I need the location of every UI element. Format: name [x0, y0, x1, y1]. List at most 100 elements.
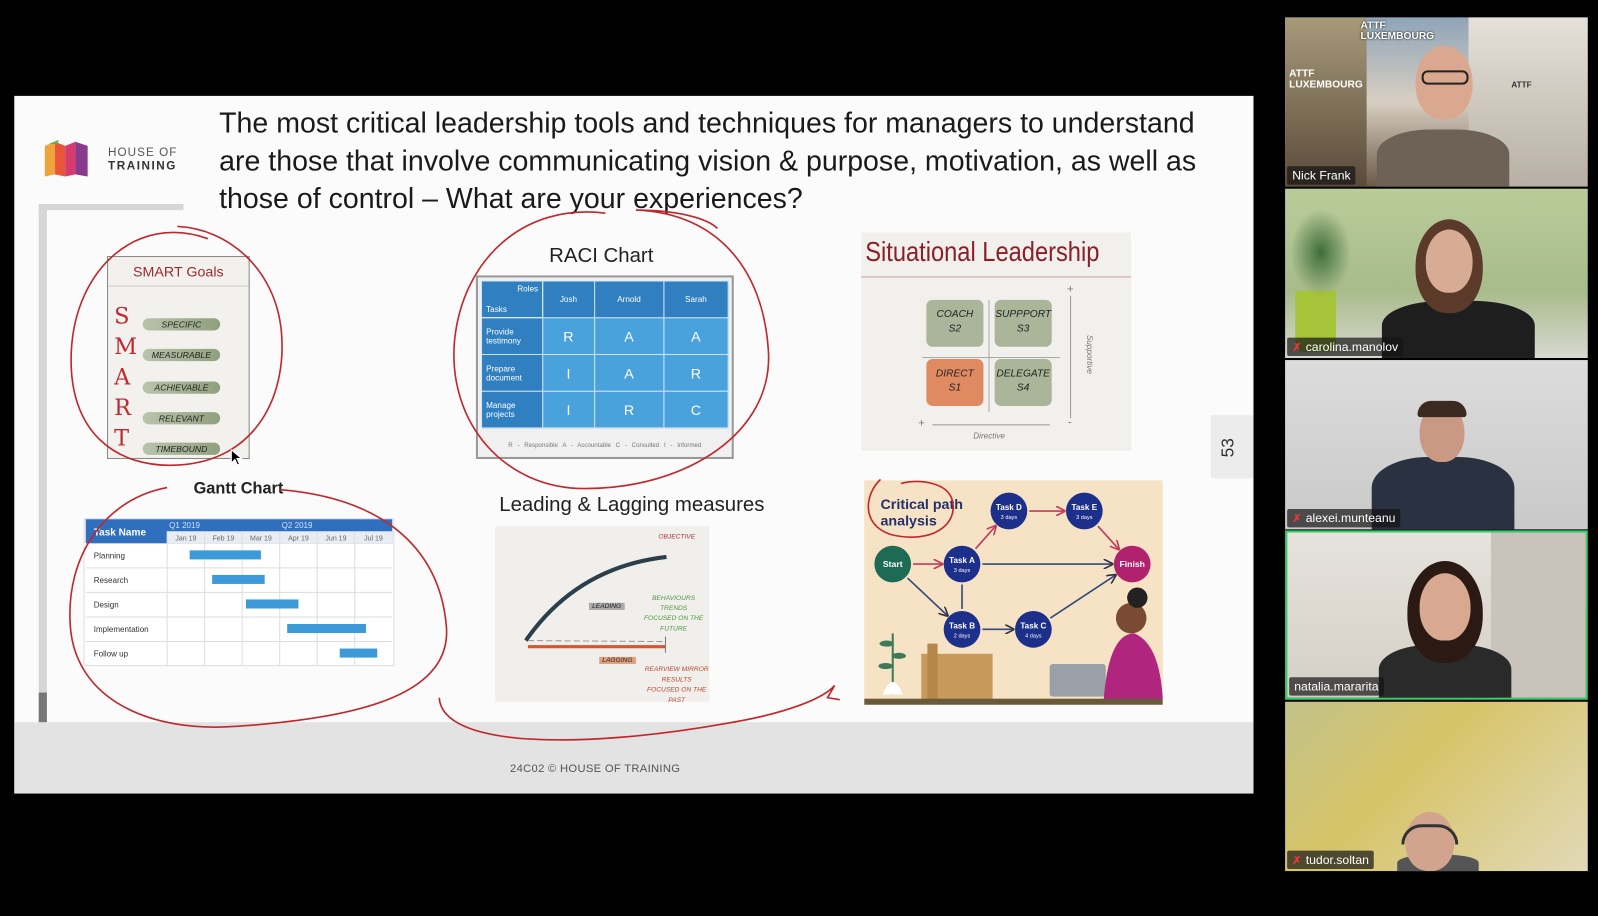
- cpa-node-finish: [1113, 545, 1151, 583]
- gantt-task-label: Planning: [94, 551, 125, 560]
- participant-name: natalia.mararita: [1289, 677, 1384, 696]
- smart-item: TIMEBOUND: [142, 442, 221, 455]
- smart-item: SPECIFIC: [142, 318, 221, 331]
- participant-tile[interactable]: ✗tudor.soltan: [1285, 701, 1588, 872]
- cpa-node-duration: 4 days: [1025, 633, 1042, 639]
- cpa-node-label: Task B: [949, 621, 975, 630]
- participant-tile[interactable]: ATTF LUXEMBOURG ATTF LUXEMBOURG ATTF Nic…: [1285, 17, 1588, 187]
- cpa-node-duration: 3 days: [954, 568, 971, 574]
- participant-tile[interactable]: ✗carolina.manolov: [1285, 188, 1588, 359]
- participant-name: ✗alexei.munteanu: [1287, 508, 1401, 528]
- raci-cell: A: [593, 353, 665, 392]
- cpa-node-start: [874, 545, 912, 583]
- cpa-node-c: [1015, 610, 1052, 648]
- gantt-bar: [189, 550, 261, 560]
- participant-name: ✗carolina.manolov: [1287, 337, 1404, 356]
- cpa-node-label: Task C: [1020, 621, 1046, 630]
- smart-goals-card: SMART Goals SPECIFIC MEASURABLE ACHIEVAB…: [107, 256, 250, 459]
- x-axis-label: Directive: [973, 431, 1005, 441]
- gantt-month: Jan 19: [175, 535, 196, 542]
- raci-task: Manage projects: [481, 390, 544, 429]
- gantt-month: Mar 19: [250, 535, 272, 542]
- participant-tile[interactable]: ✗alexei.munteanu: [1285, 360, 1588, 530]
- slide-footer: 24C02 © HOUSE OF TRAINING: [14, 722, 1254, 794]
- path-arrow: [1049, 575, 1115, 619]
- gantt-quarter: Q1 2019: [169, 521, 200, 530]
- slide-number: 53: [1210, 415, 1254, 479]
- gantt-task-label: Follow up: [94, 650, 129, 659]
- raci-cell: A: [593, 317, 665, 355]
- gantt-title: Gantt Chart: [193, 480, 284, 498]
- cpa-node-duration: 3 days: [1076, 515, 1093, 521]
- cpa-node-e: [1065, 492, 1103, 530]
- gantt-bar: [212, 574, 265, 584]
- cpa-node-label: Task E: [1071, 503, 1097, 512]
- house-of-training-logo-icon: [44, 139, 88, 177]
- cpa-node-a: [943, 545, 981, 583]
- raci-title: RACI Chart: [549, 244, 654, 268]
- raci-role: Josh: [542, 280, 595, 319]
- muted-mic-icon: ✗: [1292, 512, 1302, 525]
- smart-item: MEASURABLE: [142, 348, 221, 362]
- decorative-frame: [38, 204, 47, 752]
- raci-legend: R - Responsible A - Accountable C - Cons…: [508, 442, 702, 449]
- situational-title: Situational Leadership: [865, 236, 1100, 268]
- leading-lagging-curves: [524, 554, 667, 653]
- participant-name: Nick Frank: [1287, 166, 1356, 185]
- smart-item: RELEVANT: [142, 412, 221, 425]
- leading-lagging-diagram: Objective Leading BehavioursTrendsFocuse…: [495, 526, 710, 704]
- cpa-node-d: [990, 492, 1028, 530]
- gantt-month: Jul 19: [364, 535, 383, 542]
- cpa-node-duration: 2 days: [954, 633, 971, 639]
- gantt-task-label: Design: [94, 600, 119, 609]
- lagging-notes: Rearview mirrorResultsFocused on the pas…: [644, 666, 709, 704]
- decorative-frame: [38, 204, 184, 211]
- gantt-month: Jun 19: [325, 535, 346, 542]
- background-sign-text: ATTF LUXEMBOURG: [1360, 20, 1435, 42]
- background-sign-text: ATTF LUXEMBOURG: [1289, 68, 1363, 91]
- annotation-ink-layer: [69, 209, 954, 741]
- cpa-node-label: Finish: [1119, 559, 1144, 569]
- gantt-header-label: Task Name: [94, 527, 147, 538]
- gantt-bar: [245, 599, 299, 609]
- raci-cell: I: [542, 353, 595, 392]
- smart-item: ACHIEVABLE: [142, 381, 221, 394]
- background-sign-text: ATTF: [1511, 80, 1532, 90]
- raci-cell: R: [663, 353, 729, 392]
- muted-mic-icon: ✗: [1292, 341, 1302, 354]
- participant-name: ✗tudor.soltan: [1287, 850, 1375, 870]
- gantt-task-label: Implementation: [94, 625, 149, 634]
- smart-goals-title: SMART Goals: [108, 263, 249, 287]
- gantt-bar: [287, 623, 366, 634]
- raci-cell: C: [663, 390, 729, 429]
- raci-cell: R: [593, 390, 665, 429]
- plant-icon: [878, 633, 906, 695]
- raci-task: Provide testimony: [481, 317, 544, 355]
- leading-notes: BehavioursTrendsFocused on the Future: [643, 594, 704, 633]
- gantt-task-label: Research: [94, 576, 128, 585]
- gantt-bar: [339, 648, 378, 658]
- mouse-cursor-icon: [230, 448, 243, 466]
- raci-cell: A: [663, 317, 729, 355]
- cpa-node-label: Task A: [949, 556, 975, 565]
- gantt-quarter: Q2 2019: [282, 521, 313, 530]
- raci-task: Prepare document: [481, 353, 544, 392]
- cpa-node-label: Start: [883, 559, 903, 569]
- gantt-month: Apr 19: [288, 535, 309, 542]
- cpa-node-b: [943, 610, 981, 648]
- participant-tile-active-speaker[interactable]: natalia.mararita: [1285, 530, 1588, 700]
